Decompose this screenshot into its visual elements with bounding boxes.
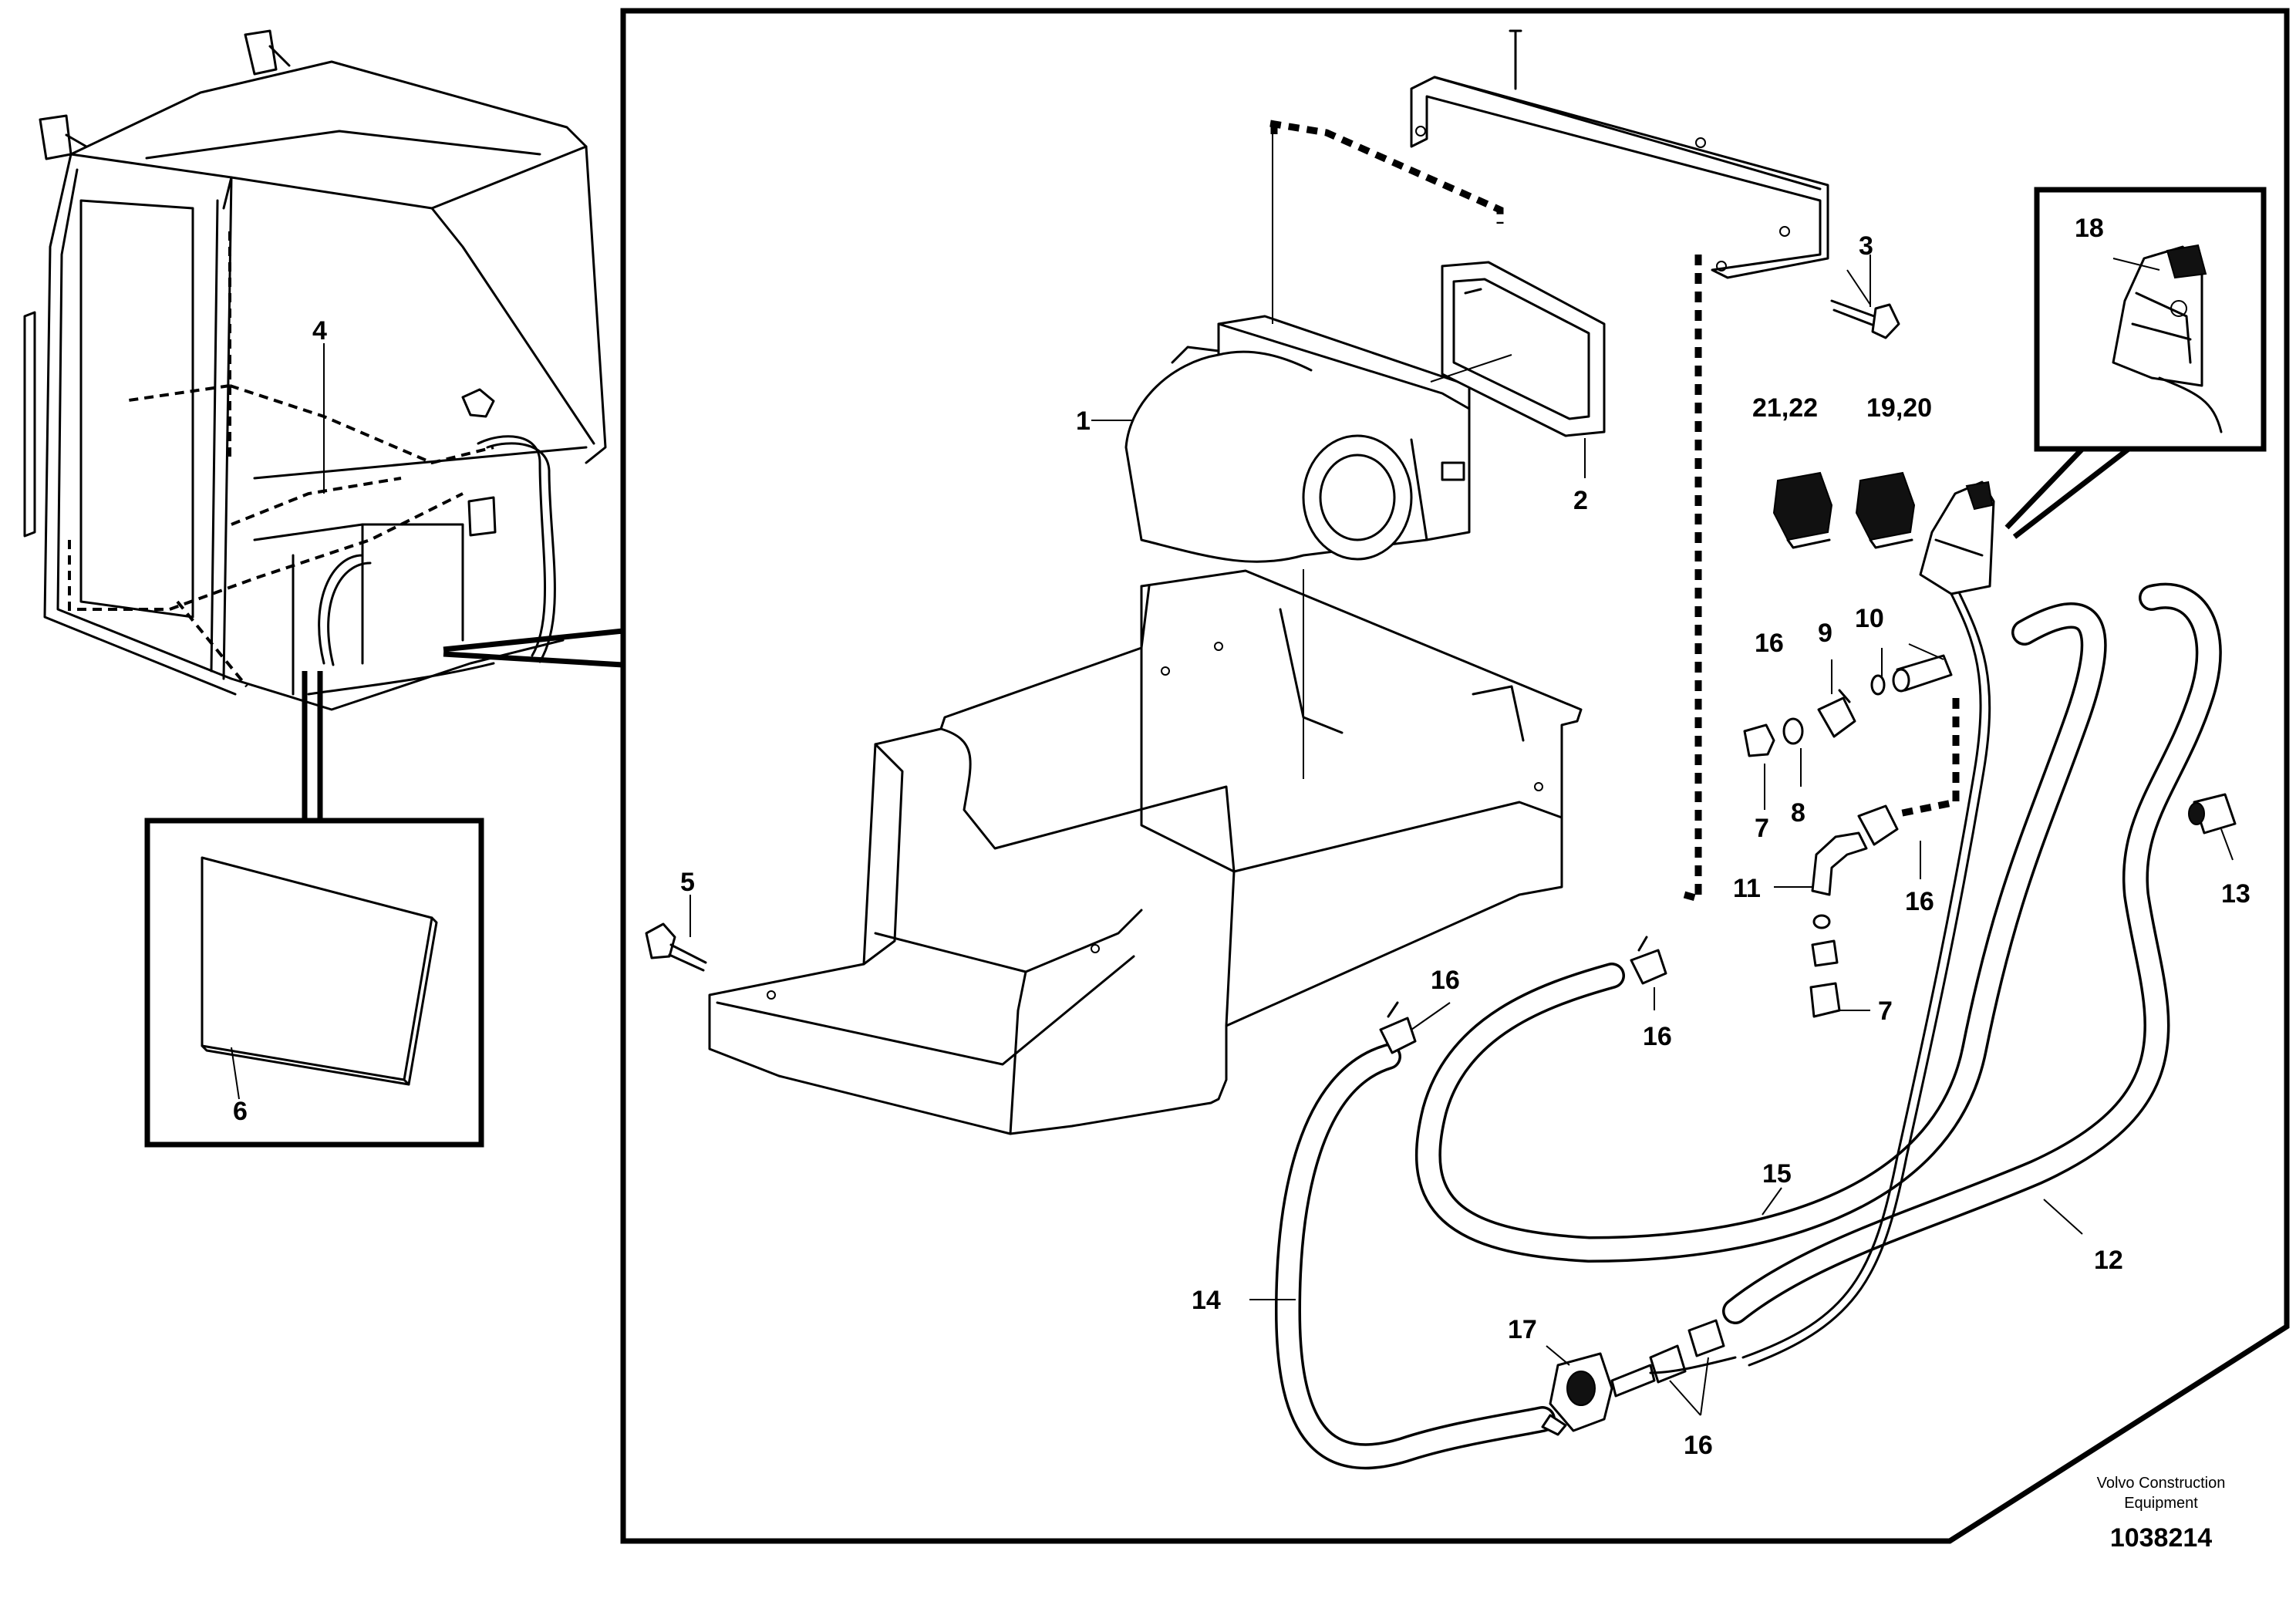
valve-part-17 <box>1541 1352 1737 1436</box>
leader-lines <box>323 127 2234 1416</box>
callout-6: 6 <box>233 1097 248 1126</box>
inset-connector-18 <box>2004 447 2131 539</box>
bracket-part-18 <box>2112 244 2223 433</box>
dash-line-3 <box>1898 698 1960 818</box>
callout-4: 4 <box>312 316 327 346</box>
hoses <box>1275 582 2222 1470</box>
cab-illustration <box>23 29 607 711</box>
mounting-bracket <box>1410 29 1829 279</box>
switch-part-21-22 <box>1772 471 1833 549</box>
main-detail-frame <box>620 8 2290 1544</box>
inset-box-18 <box>2034 187 2267 452</box>
callout-3: 3 <box>1859 231 1873 261</box>
callout-1: 1 <box>1076 406 1091 436</box>
callout-14: 14 <box>1192 1286 1221 1315</box>
callout-18: 18 <box>2075 214 2104 243</box>
callout-16-left: 16 <box>1431 966 1460 995</box>
clamp-part-16-center <box>1630 936 1667 985</box>
callout-2: 2 <box>1573 486 1588 515</box>
inset-box-6 <box>144 818 484 1148</box>
tube-part-10 <box>1892 654 1953 693</box>
bolt-part-5 <box>645 922 707 972</box>
washer-part-9 <box>1870 674 1886 696</box>
switch-part-19-20 <box>1855 471 1916 549</box>
heater-unit-part-1 <box>1124 315 1471 563</box>
callout-16-bottom: 16 <box>1684 1431 1713 1460</box>
inset-connector-6 <box>302 671 323 821</box>
bracket-part-18-main <box>1919 481 1995 595</box>
credit-line-1: Volvo Construction <box>2097 1475 2226 1492</box>
fitting-part-7a <box>1743 723 1775 757</box>
dash-line-1 <box>1269 120 1504 224</box>
clamp-part-16-mid <box>1857 804 1899 846</box>
callout-5: 5 <box>680 868 695 897</box>
cab-to-detail-connector <box>443 628 626 668</box>
filter-frame-part-2 <box>1441 261 1606 437</box>
callout-16-mid: 16 <box>1905 887 1934 916</box>
callout-8: 8 <box>1791 798 1805 828</box>
fitting-part-7b <box>1809 914 1841 1018</box>
callout-7-lower: 7 <box>1878 996 1893 1026</box>
elbow-part-11 <box>1811 831 1868 896</box>
callout-19-20: 19,20 <box>1866 393 1932 423</box>
callout-12: 12 <box>2094 1246 2123 1275</box>
dash-line-2 <box>1683 255 1702 903</box>
callout-17: 17 <box>1508 1315 1537 1344</box>
callout-13: 13 <box>2221 879 2250 909</box>
washer-part-8 <box>1782 717 1804 745</box>
callout-11: 11 <box>1733 874 1761 903</box>
credit-line-2: Equipment <box>2124 1495 2198 1512</box>
sleeve-part-13 <box>2188 793 2237 835</box>
part-number: 1038214 <box>2110 1523 2212 1553</box>
clamp-part-16-left <box>1379 1001 1417 1054</box>
callout-16-upper: 16 <box>1755 629 1784 658</box>
callout-9: 9 <box>1818 619 1832 648</box>
callout-21-22: 21,22 <box>1752 393 1818 423</box>
tray-housing <box>708 569 1583 1135</box>
callout-15: 15 <box>1762 1159 1792 1189</box>
callout-16-center: 16 <box>1643 1022 1672 1051</box>
clamp-part-16-top <box>1817 689 1856 738</box>
callout-10: 10 <box>1855 604 1884 633</box>
callout-7-upper: 7 <box>1755 814 1769 843</box>
screw-part-3 <box>1830 299 1900 339</box>
foam-pad-part-6 <box>201 856 438 1100</box>
